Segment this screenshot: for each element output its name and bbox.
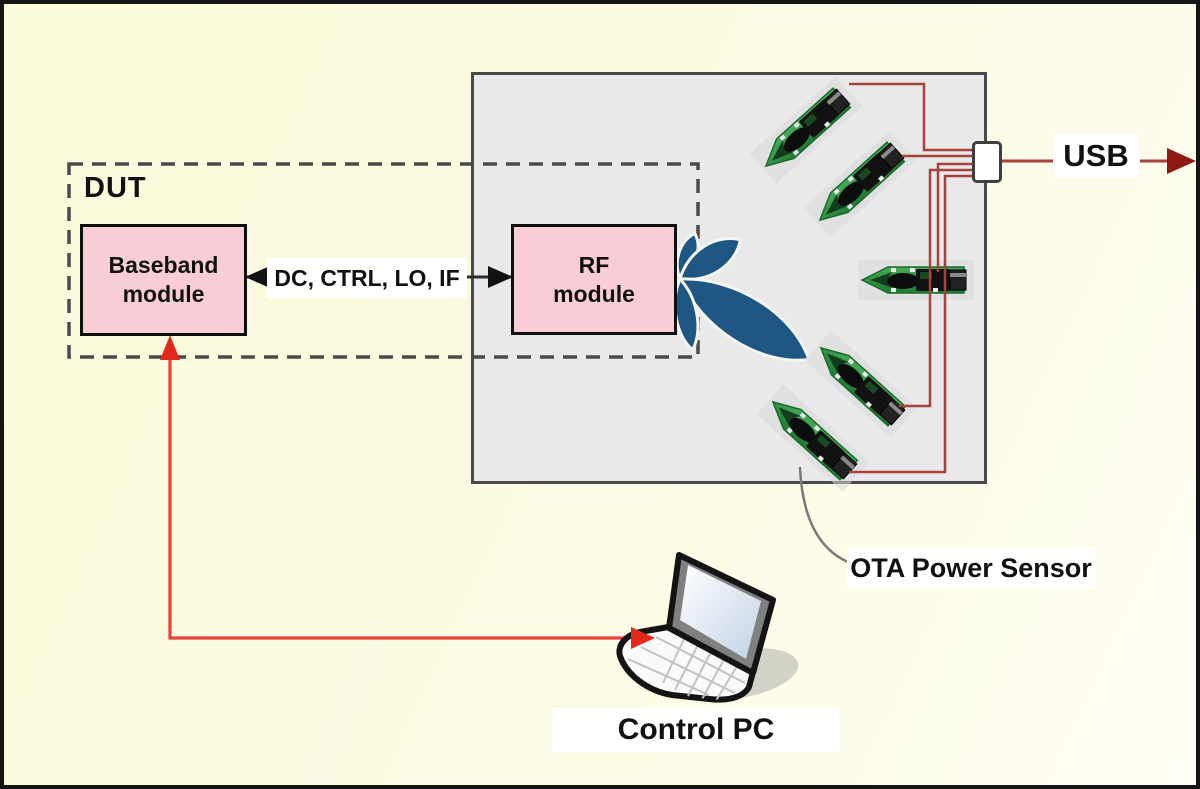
usb-arrow-icon xyxy=(1167,148,1196,174)
laptop-base xyxy=(616,623,756,703)
ota-power-sensor xyxy=(857,259,975,301)
baseband-module-label-line1: Baseband xyxy=(108,252,219,279)
usb-hub-connector xyxy=(972,141,1002,183)
usb-wire xyxy=(899,168,973,408)
control-connection-line xyxy=(168,341,636,640)
arrow-right-red-icon xyxy=(631,627,655,649)
control-pc-laptop xyxy=(616,552,799,703)
arrow-up-icon xyxy=(160,335,180,360)
baseband-module-box: Baseband module xyxy=(80,224,247,336)
usb-wire xyxy=(849,82,973,152)
arrow-right-icon xyxy=(488,266,513,288)
usb-label: USB xyxy=(1053,134,1139,178)
laptop-keyboard xyxy=(627,632,746,700)
baseband-module-label-line2: module xyxy=(122,281,205,307)
rf-module-label-line1: RF xyxy=(578,251,610,278)
rf-module-label-line2: module xyxy=(553,280,635,307)
dut-label: DUT xyxy=(84,172,147,204)
diagram-overlay xyxy=(67,75,1196,703)
ota-power-sensor-label: OTA Power Sensor xyxy=(847,548,1095,588)
arrow-left-icon xyxy=(245,266,270,288)
sensor-callout-line xyxy=(798,466,858,567)
control-pc-label: Control PC xyxy=(552,708,840,752)
bus-label: DC, CTRL, LO, IF xyxy=(267,258,467,298)
usb-wire xyxy=(936,162,973,272)
beam-lobe-upper-right xyxy=(678,237,743,282)
laptop-display xyxy=(680,565,761,659)
ota-power-sensor xyxy=(748,75,864,185)
sensor-usb-wires xyxy=(849,82,973,474)
ota-power-sensor xyxy=(802,129,918,239)
usb-output xyxy=(1002,148,1196,174)
rf-module-box: RF module xyxy=(511,224,677,335)
usb-wire xyxy=(849,174,973,474)
